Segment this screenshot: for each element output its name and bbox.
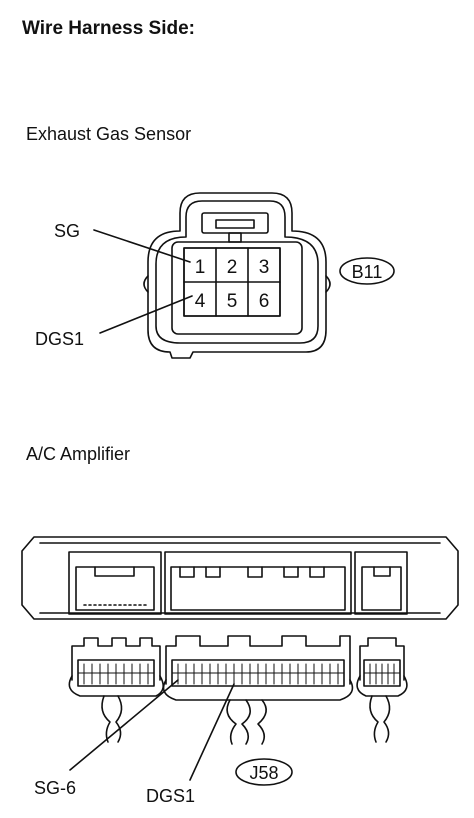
sensor-pin-5: 5 <box>227 291 238 312</box>
sensor-pin-2: 2 <box>227 257 238 278</box>
sensor-pin-1: 1 <box>195 257 206 278</box>
callout-sg-6: SG-6 <box>34 778 76 798</box>
sensor-pin-4: 4 <box>195 291 206 312</box>
connector-code-j58: J58 <box>249 763 278 783</box>
sensor-pin-6: 6 <box>259 291 270 312</box>
callout-line-sg6 <box>69 679 179 771</box>
harness-connector-left <box>68 637 164 697</box>
harness-connector-right <box>356 637 408 697</box>
connector-code-j58-oval <box>235 758 293 786</box>
callout-line-dgs1 <box>99 295 193 334</box>
callout-dgs1-amp: DGS1 <box>146 786 195 806</box>
callout-sg: SG <box>54 221 80 241</box>
wire-bundles <box>101 695 391 745</box>
sensor-section-label: Exhaust Gas Sensor <box>26 124 192 144</box>
harness-connector-middle <box>162 635 354 701</box>
callout-line-dgs1-amp <box>189 683 235 781</box>
callout-dgs1-sensor: DGS1 <box>35 329 84 349</box>
diagram-title: Wire Harness Side: <box>22 18 196 39</box>
amplifier-section-label: A/C Amplifier <box>26 444 131 464</box>
callout-line-sg <box>93 229 191 263</box>
connector-code-b11: B11 <box>352 262 383 282</box>
amplifier-unit <box>21 536 459 620</box>
sensor-pin-3: 3 <box>259 257 270 278</box>
connector-code-b11-oval <box>339 257 395 285</box>
sensor-connector <box>143 192 331 359</box>
